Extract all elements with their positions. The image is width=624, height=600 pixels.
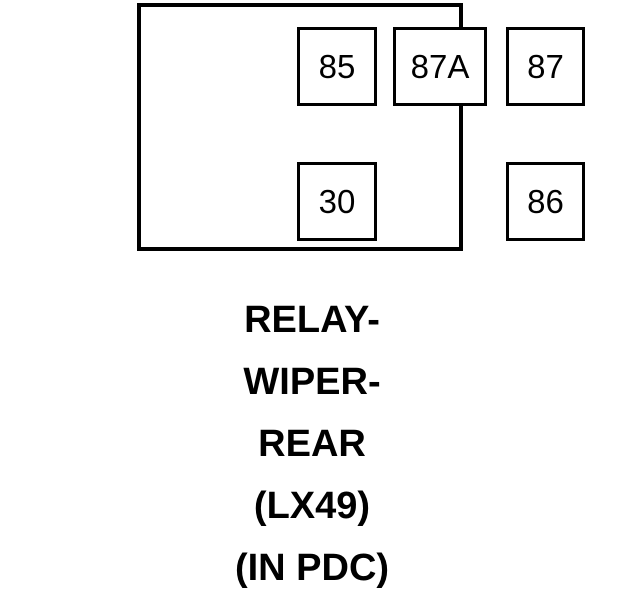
terminal-label-30: 30 [318,183,356,220]
terminal-label-86: 86 [527,183,564,220]
terminal-pad-86: 86 [506,162,585,241]
terminal-label-87a: 87A [410,48,470,85]
caption-line-2: WIPER- [243,361,381,403]
terminal-pad-30: 30 [297,162,377,241]
caption-line-1: RELAY- [244,299,380,341]
diagram-caption: RELAY- WIPER- REAR (LX49) (IN PDC) [0,289,624,599]
caption-line-5: (IN PDC) [234,547,390,589]
terminal-pad-85: 85 [297,27,377,106]
caption-line-3: REAR [258,423,366,465]
relay-housing-outline: 85 87A 87 30 86 [137,3,585,251]
terminal-label-85: 85 [318,48,356,85]
terminal-pad-87a: 87A [393,27,487,106]
terminal-pad-87: 87 [506,27,585,106]
terminal-label-87: 87 [527,48,564,85]
caption-line-4: (LX49) [253,485,371,527]
